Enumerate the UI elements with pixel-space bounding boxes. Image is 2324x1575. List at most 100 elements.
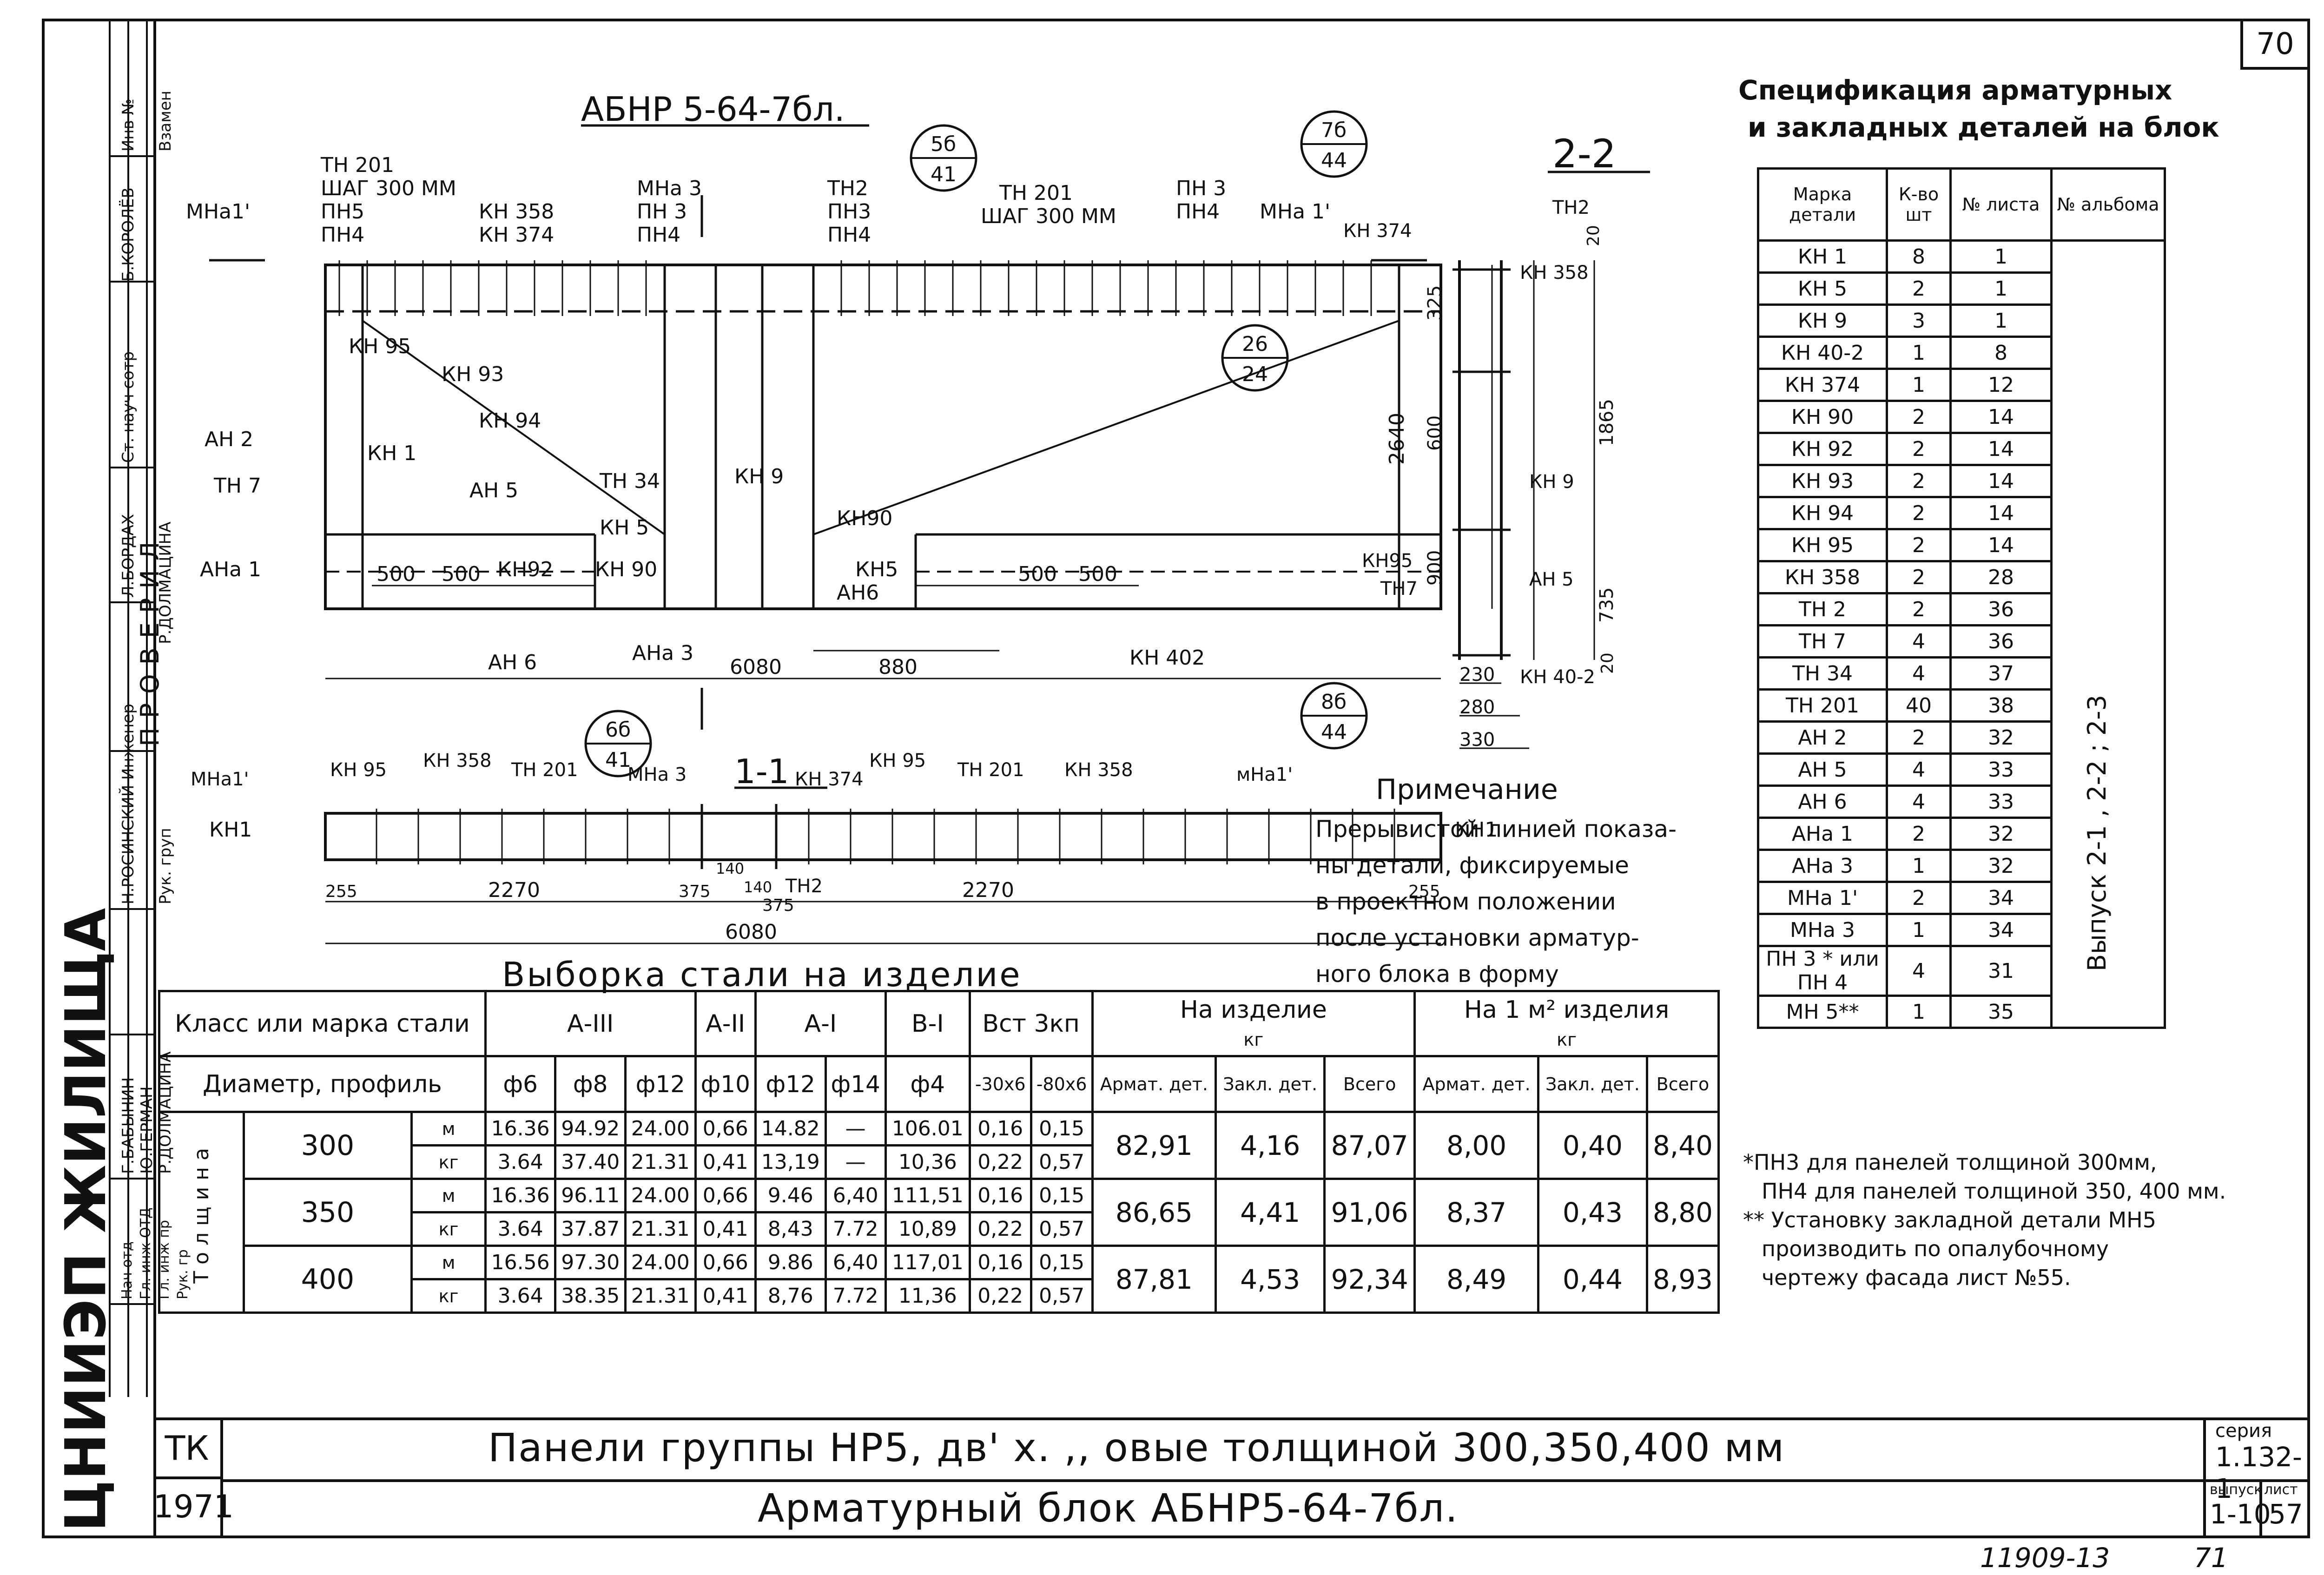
note-line-2: ны детали, фиксируемые [1315, 852, 1629, 879]
stamp-grid [109, 21, 156, 1397]
callout-2-top: 7б [1321, 119, 1347, 142]
spec-qty: 8 [1886, 239, 1952, 274]
steel-cell: 0,16 [968, 1178, 1032, 1213]
spec-sheet: 28 [1949, 560, 2053, 594]
steel-thickness-value: 400 [242, 1245, 413, 1314]
spec-qty: 2 [1886, 271, 1952, 306]
spec-header-album: № альбома [2050, 167, 2166, 242]
label-an5-left: АН 5 [469, 479, 518, 502]
steel-total: 8,00 [1413, 1111, 1539, 1180]
dim-500-a: 500 [376, 562, 416, 586]
spec-qty: 1 [1886, 849, 1952, 883]
s22-dim-735: 735 [1596, 587, 1618, 623]
steel-cell: — [824, 1144, 887, 1180]
steel-cell: 96.11 [554, 1178, 627, 1213]
callout-2-bottom: 44 [1321, 149, 1347, 172]
steel-cell: 6,40 [824, 1178, 887, 1213]
steel-unit: м [410, 1111, 487, 1147]
spec-mark: КН 94 [1757, 496, 1888, 530]
dim-6080-main: 6080 [730, 655, 782, 679]
spec-mark: МНа 1' [1757, 881, 1888, 915]
steel-unit: кг [410, 1144, 487, 1180]
steel-cell: 0,15 [1030, 1111, 1094, 1147]
steel-diam-0: ф6 [484, 1055, 557, 1113]
steel-thickness-text: Толщина [189, 1141, 213, 1284]
steel-cell: 106.01 [884, 1111, 971, 1147]
note-title: Примечание [1376, 773, 1558, 806]
note-line-1: Прерывистой линией показа- [1315, 816, 1677, 843]
spec-qty: 4 [1886, 624, 1952, 659]
steel-class-a2: А-II [694, 990, 757, 1057]
label-tn201-right: ТН 201 [999, 181, 1073, 205]
label-pn4-left: ПН4 [321, 223, 364, 247]
steel-cell: 0,22 [968, 1278, 1032, 1314]
steel-total: 0,40 [1537, 1111, 1648, 1180]
steel-cell: 0,22 [968, 1144, 1032, 1180]
steel-thickness-value: 350 [242, 1178, 413, 1247]
steel-cell: 3.64 [484, 1144, 557, 1180]
label-tn7-left: ТН 7 [213, 474, 261, 498]
section-22-title: 2-2 [1552, 131, 1616, 177]
spec-qty: 2 [1886, 464, 1952, 498]
dim-500-b: 500 [442, 562, 481, 586]
spec-sheet: 38 [1949, 688, 2053, 723]
steel-total: 87,07 [1323, 1111, 1416, 1180]
s11-mna1-right: мНа1' [1236, 764, 1293, 785]
spec-mark: КН 358 [1757, 560, 1888, 594]
callout-1-bottom: 41 [931, 163, 957, 186]
label-kn95-a: КН 95 [349, 335, 411, 358]
steel-cell: 7.72 [824, 1211, 887, 1247]
label-pn3-a: ПН 3 [637, 200, 687, 224]
s11-dim-140-b: 140 [744, 878, 772, 896]
spec-qty: 3 [1886, 303, 1952, 338]
spec-qty: 4 [1886, 752, 1952, 787]
s22-dim-20-bot: 20 [1598, 652, 1617, 674]
callout-5-top: 8б [1321, 690, 1347, 714]
steel-total: 86,65 [1091, 1178, 1217, 1247]
s11-mna1-left: МНа1' [191, 769, 249, 790]
steel-diam-2: ф12 [624, 1055, 697, 1113]
spec-mark: КН 95 [1757, 528, 1888, 562]
s11-dim-255-left: 255 [325, 882, 357, 901]
s11-kn95-b: КН 95 [869, 750, 926, 771]
steel-cell: 9.86 [754, 1245, 827, 1280]
steel-cell: 10,89 [884, 1211, 971, 1247]
steel-unit: м [410, 1178, 487, 1213]
steel-h-m2-text: На 1 м² изделия [1464, 995, 1670, 1024]
steel-tot-h-5: Всего [1645, 1055, 1720, 1113]
spec-sheet: 12 [1949, 368, 2053, 402]
s22-tn7: ТН7 [1380, 578, 1418, 600]
steel-cell: 6,40 [824, 1245, 887, 1280]
spec-sheet: 1 [1949, 239, 2053, 274]
steel-total: 87,81 [1091, 1245, 1217, 1314]
series-value: 1.132-1 [2215, 1441, 2302, 1504]
steel-table: Класс или марка стали А-III А-II А-I В-I… [158, 990, 1720, 1314]
steel-thickness-label: Толщина [158, 1111, 245, 1314]
spec-qty: 1 [1886, 336, 1952, 370]
spec-sheet: 14 [1949, 496, 2053, 530]
label-mna3: МНа 3 [637, 177, 702, 200]
spec-sheet: 8 [1949, 336, 2053, 370]
steel-cell: 7.72 [824, 1278, 887, 1314]
steel-cell: 16.36 [484, 1111, 557, 1147]
spec-mark: АНа 1 [1757, 817, 1888, 851]
steel-cell: 0,66 [694, 1245, 757, 1280]
spec-qty: 4 [1886, 784, 1952, 819]
spec-mark: ПН 3 * или ПН 4 [1757, 945, 1888, 997]
spec-mark: КН 5 [1757, 271, 1888, 306]
steel-cell: 0,41 [694, 1278, 757, 1314]
spec-sheet: 31 [1949, 945, 2053, 997]
